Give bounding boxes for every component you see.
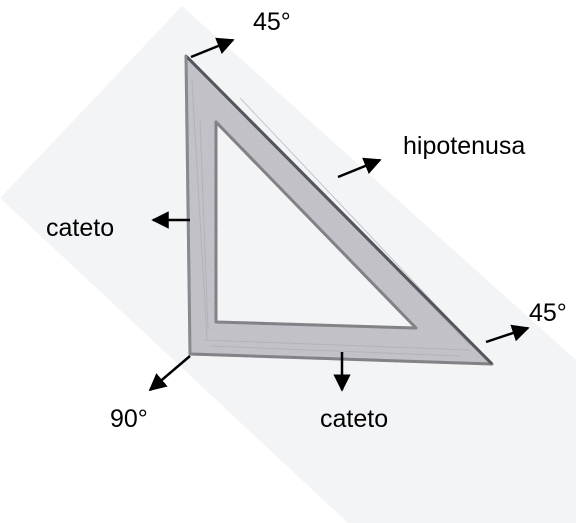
right-angle-corner-arrow [485,324,530,344]
paper-sheet [0,6,576,523]
right-angle-label: 90° [110,405,148,433]
hypotenuse-edge [185,55,494,366]
vertical-leg-edge [185,55,191,355]
left-leg-label: cateto [46,214,115,242]
right-angle-arrow [148,355,191,392]
bottom-leg-label: cateto [320,405,389,433]
top-angle-label: 45° [253,8,291,36]
top-angle-arrow [190,37,235,59]
hypotenuse-arrow [337,157,382,179]
hypotenuse-label: hipotenusa [403,132,526,160]
right-angle-corner-label: 45° [529,299,567,327]
